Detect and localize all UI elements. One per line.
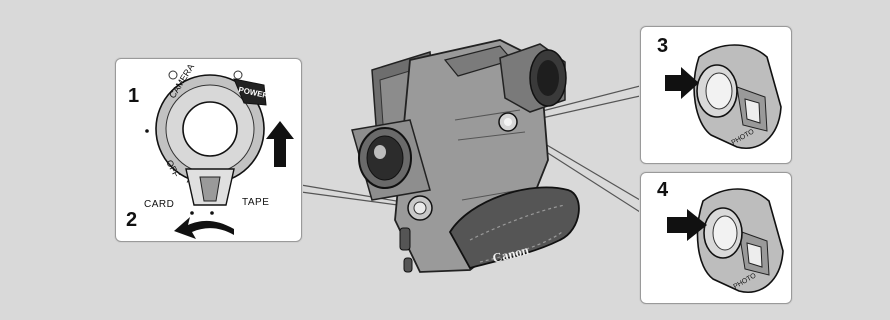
power-switch-panel: CAMERA OFF PLAY POWER 1 2 CARD TAPE (115, 58, 302, 242)
play-indicator-lamp (234, 71, 242, 79)
photo-button-panel-3: PHOTO 3 (640, 26, 792, 164)
dial-center-button[interactable] (183, 102, 237, 156)
slider-label-card: CARD (144, 199, 174, 210)
left-arrow (174, 217, 234, 239)
up-arrow (266, 121, 294, 167)
step-number-4: 4 (657, 179, 668, 202)
photo-button-panel-4: PHOTO 4 (640, 172, 792, 304)
step-number-2: 2 (126, 209, 137, 232)
step-number-1: 1 (128, 85, 139, 108)
step-number-3: 3 (657, 35, 668, 58)
camera-indicator-lamp (169, 71, 177, 79)
power-dial-graphic: CAMERA OFF PLAY POWER (116, 59, 301, 241)
slider-label-tape: TAPE (242, 197, 269, 208)
